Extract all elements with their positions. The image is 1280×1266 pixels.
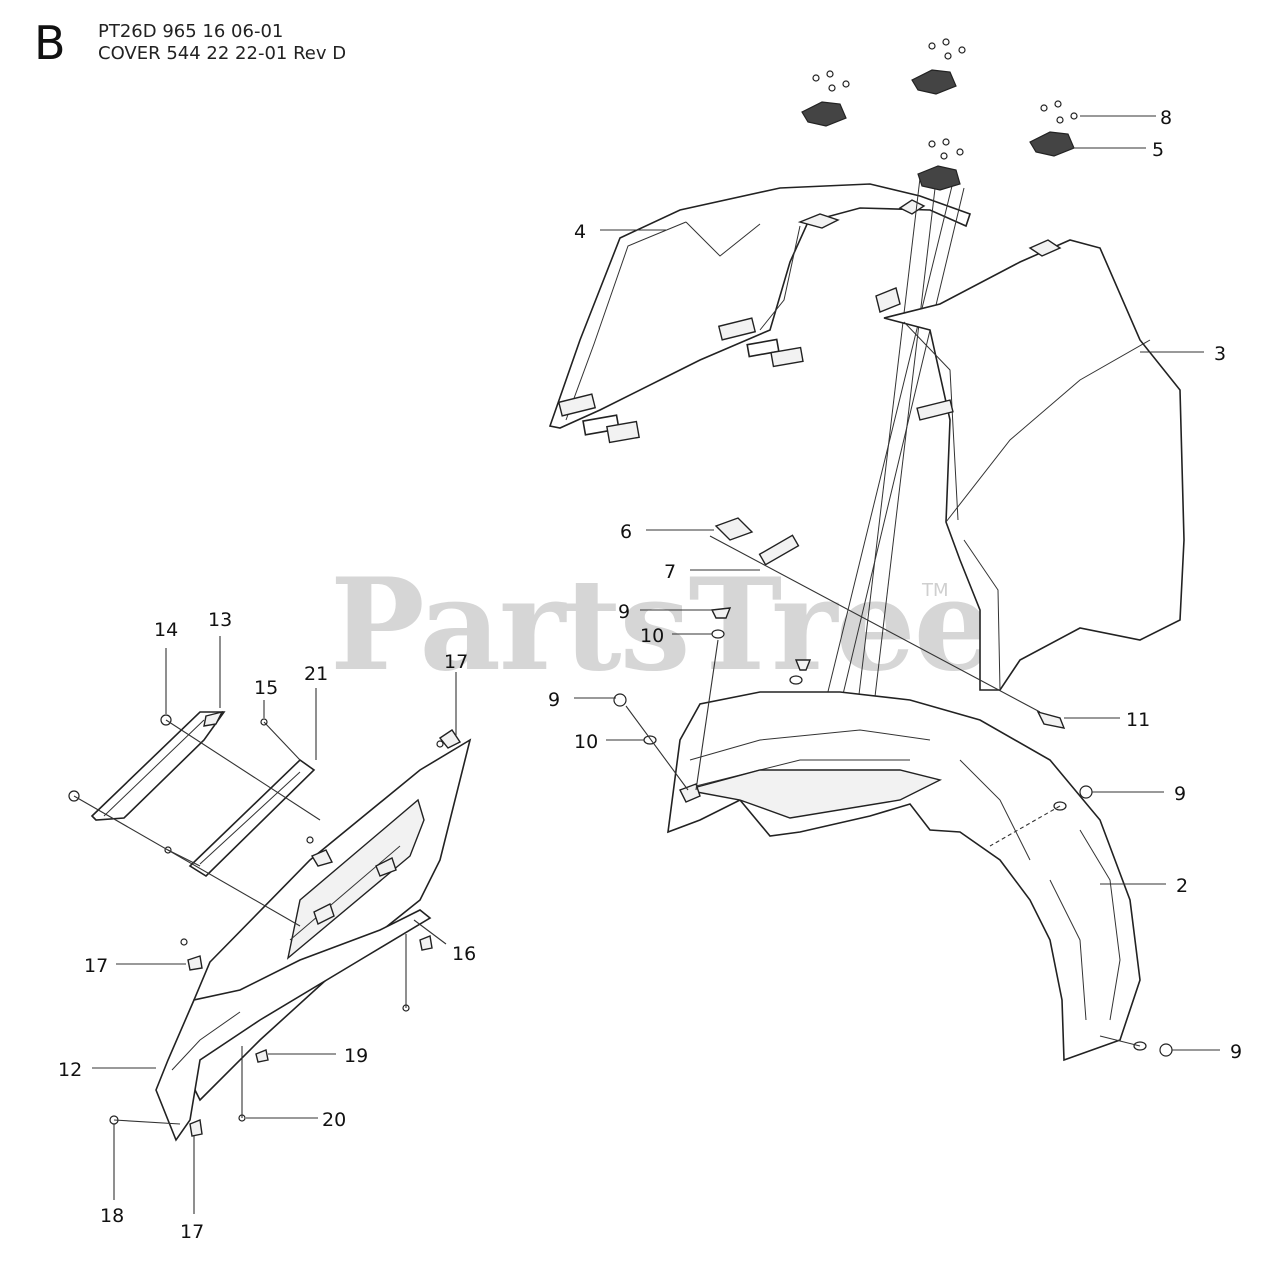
part-12-lower-panel[interactable] <box>155 909 432 1142</box>
callout-10-left: 10 <box>574 731 598 753</box>
callout-9-left: 9 <box>548 689 560 711</box>
part-9-bolts[interactable] <box>613 607 1173 1057</box>
callout-2: 2 <box>1176 875 1188 897</box>
callout-4: 4 <box>574 221 586 243</box>
left-guide-lines <box>73 719 407 1125</box>
callout-21: 21 <box>304 663 328 685</box>
callout-17-bottom: 17 <box>180 1221 204 1243</box>
part-13-window-frame[interactable] <box>90 710 226 821</box>
part-2-fender[interactable] <box>667 691 1141 1062</box>
callout-17-top: 17 <box>444 651 468 673</box>
part-5-clips[interactable] <box>801 69 1075 191</box>
callout-12: 12 <box>58 1059 82 1081</box>
callout-9-right: 9 <box>1174 783 1186 805</box>
callout-8: 8 <box>1160 107 1172 129</box>
trademark-symbol: TM <box>922 580 949 601</box>
part-4-pads[interactable] <box>582 338 804 444</box>
callout-19: 19 <box>344 1045 368 1067</box>
callout-7: 7 <box>664 561 676 583</box>
assembly-guide-lines <box>625 535 1141 1047</box>
callout-11: 11 <box>1126 709 1150 731</box>
part-11-rivet[interactable] <box>1036 710 1066 729</box>
callout-17-mid: 17 <box>84 955 108 977</box>
model-number: PT26D 965 16 06-01 <box>98 21 284 42</box>
callout-10-upper: 10 <box>640 625 664 647</box>
part-8-screws[interactable] <box>812 38 1078 160</box>
callout-18: 18 <box>100 1205 124 1227</box>
part-6-pad[interactable] <box>714 517 754 541</box>
callout-20: 20 <box>322 1109 346 1131</box>
callout-14: 14 <box>154 619 178 641</box>
callout-6: 6 <box>620 521 632 543</box>
callout-16: 16 <box>452 943 476 965</box>
callout-15: 15 <box>254 677 278 699</box>
part-7-strip[interactable] <box>758 534 800 566</box>
callout-labels: 8 5 4 3 6 7 9 10 9 10 11 9 2 9 14 13 15 … <box>58 107 1242 1243</box>
left-hardware[interactable] <box>68 714 462 1137</box>
callout-3: 3 <box>1214 343 1226 365</box>
callout-5: 5 <box>1152 139 1164 161</box>
callout-leaders <box>92 115 1220 1214</box>
assembly-title: COVER 544 22 22-01 Rev D <box>98 43 347 64</box>
part-21-window-gasket[interactable] <box>188 758 316 878</box>
part-4-hood[interactable] <box>548 183 972 429</box>
part-3-rear-cover[interactable] <box>883 239 1185 691</box>
callout-9-upper: 9 <box>618 601 630 623</box>
callout-9-bottom: 9 <box>1230 1041 1242 1063</box>
callout-13: 13 <box>208 609 232 631</box>
section-letter: B <box>34 16 66 70</box>
